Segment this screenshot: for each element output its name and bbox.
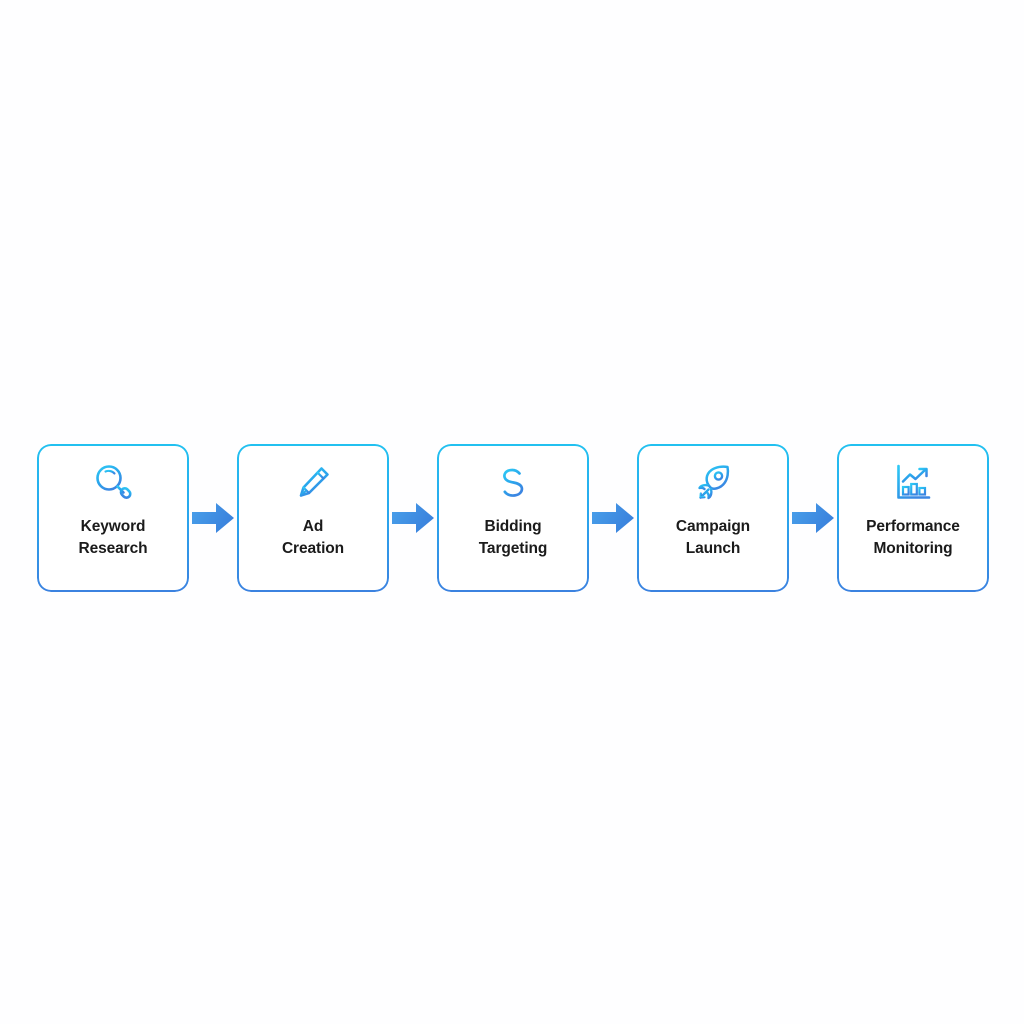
connector-arrow-3 [589,495,637,541]
step-label-line2: Targeting [478,540,548,558]
process-flow-row: Keyword Research Ad Creation [37,444,991,592]
step-label: Ad Creation [243,516,383,561]
step-card-bidding-targeting[interactable]: Bidding Targeting [437,444,589,592]
magnifier-icon [90,460,136,506]
step-label-line2: Monitoring [873,540,953,558]
step-card-performance-monitoring[interactable]: Performance Monitoring [837,444,989,592]
arrow-right-icon [392,503,434,533]
step-label-line2: Creation [281,540,345,558]
arrow-right-icon [192,503,234,533]
step-label: Campaign Launch [643,516,783,561]
step-label: Bidding Targeting [443,516,583,561]
step-card-keyword-research[interactable]: Keyword Research [37,444,189,592]
arrow-right-icon [592,503,634,533]
bar-chart-growth-icon [890,460,936,506]
step-label-line2: Launch [685,540,741,558]
connector-arrow-4 [789,495,837,541]
step-label-line1: Bidding [484,518,542,535]
connector-arrow-1 [189,495,237,541]
step-card-ad-creation[interactable]: Ad Creation [237,444,389,592]
arrow-right-icon [792,503,834,533]
step-label-line1: Ad [302,518,324,535]
step-label: Keyword Research [43,516,183,561]
connector-arrow-2 [389,495,437,541]
step-label: Performance Monitoring [843,516,983,561]
step-label-line1: Performance [866,518,960,535]
step-label-line1: Keyword [80,518,146,535]
pencil-icon [290,460,336,506]
rocket-icon [690,460,736,506]
dollar-sign-icon [490,460,536,506]
step-label-line1: Campaign [675,518,751,535]
step-label-line2: Research [78,540,148,558]
step-card-campaign-launch[interactable]: Campaign Launch [637,444,789,592]
